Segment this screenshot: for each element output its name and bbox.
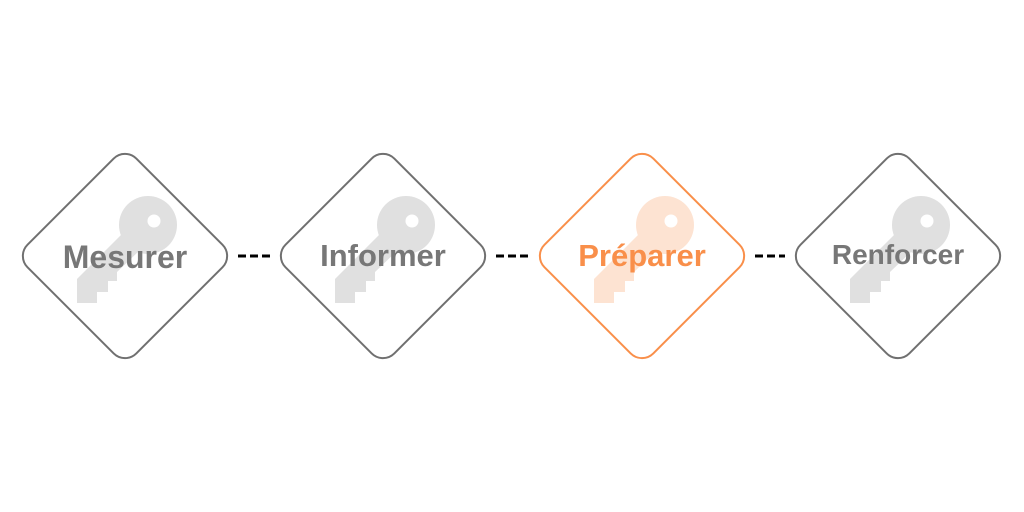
- key-icon: [850, 196, 950, 303]
- step-préparer: Préparer: [538, 152, 746, 360]
- key-icon: [77, 196, 177, 303]
- step-mesurer: Mesurer: [21, 152, 229, 360]
- step-label: Mesurer: [63, 239, 188, 275]
- step-label: Informer: [320, 238, 446, 273]
- step-informer: Informer: [279, 152, 487, 360]
- step-label: Préparer: [578, 238, 706, 273]
- key-icon: [335, 196, 435, 303]
- step-renforcer: Renforcer: [794, 152, 1002, 360]
- key-icon: [594, 196, 694, 303]
- step-label: Renforcer: [832, 239, 964, 270]
